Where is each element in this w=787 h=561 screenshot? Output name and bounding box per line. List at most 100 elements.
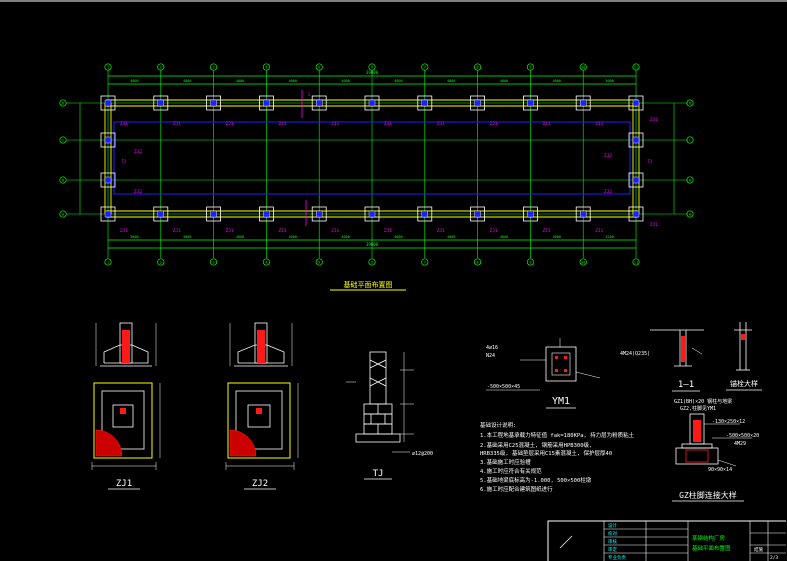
footing-outline (628, 132, 644, 148)
column-base (632, 210, 640, 218)
axis-bubble-top (474, 63, 482, 71)
axis-letter-right: A (689, 213, 692, 217)
footing-outline (206, 206, 222, 222)
gz-bottom: 90×90×14 (708, 467, 732, 473)
axis-number-bottom: 2 (160, 261, 162, 265)
section-bolt: 4M24(Q235) (620, 351, 650, 357)
bottom-dim-text: 4000 (341, 235, 349, 239)
pen-icon (559, 535, 573, 549)
axis-number-top: 3 (213, 66, 215, 70)
inner-tie-beam (113, 121, 631, 195)
axis-bubble-bottom (210, 258, 218, 266)
footing-outline (628, 172, 644, 188)
footing-label: ZJ1 (490, 121, 498, 127)
axis-bubble-top (526, 63, 534, 71)
note-line: 2.基础采用C25混凝土, 钢筋采用HPB300级, (480, 441, 592, 449)
ym1-anchor: N24 (486, 353, 495, 359)
axis-bubble-bottom (157, 258, 165, 266)
footing-label: ZJ1 (173, 121, 181, 127)
footing-label: ZJ1 (120, 228, 128, 234)
notes-heading: 基础设计说明: (480, 421, 516, 429)
bay-dim-text: 4000 (130, 79, 138, 83)
axis-bubble-top (104, 63, 112, 71)
footing-outline (258, 95, 274, 111)
beam-label: ZJ2 (604, 153, 612, 159)
bay-dim-text: 3000 (605, 79, 613, 83)
axis-letter-left: B (62, 179, 64, 183)
axis-bubble-bottom (526, 258, 534, 266)
axis-number-bottom: 3 (213, 261, 215, 265)
title-project: 某钢结构厂房 (692, 534, 726, 542)
column-base (157, 99, 165, 107)
column-base (157, 210, 165, 218)
bay-dim-text: 4000 (447, 79, 455, 83)
note-line: 3.基础施工时应验槽 (480, 458, 531, 466)
zj2-label: ZJ2 (252, 479, 268, 489)
axis-number-top: 11 (634, 66, 638, 70)
footing-label: ZJ1 (120, 121, 128, 127)
axis-letter-left: A (62, 213, 65, 217)
column-base (210, 210, 217, 218)
axis-bubble-top (262, 63, 270, 71)
footing-label: ZJ1 (542, 121, 550, 127)
footing-label: ZJ1 (384, 228, 392, 234)
bay-dim-text: 4000 (289, 79, 297, 83)
side-label: TJ (122, 159, 127, 164)
footing-outline (628, 95, 644, 111)
footing-label: ZJ1 (542, 228, 550, 234)
footing-outline (311, 95, 327, 111)
axis-letter-right: B (689, 179, 691, 183)
axis-number-top: 5 (318, 66, 320, 70)
column-base (316, 210, 323, 218)
section-1-1-detail: 4M24(Q235) 1—1 (620, 329, 704, 392)
footing-outline (153, 95, 169, 111)
gz-bolt: 4M29 (734, 441, 746, 447)
footing-label: ZJ1 (278, 121, 286, 127)
bay-dim-text: 4000 (236, 79, 244, 83)
axis-bubble-top (632, 63, 640, 71)
column-base (368, 210, 376, 218)
bottom-dim-text: 4000 (289, 235, 297, 239)
section-cut-label: 1 (308, 92, 311, 97)
axis-bubble-bottom (632, 258, 640, 266)
axis-letter-left: D (62, 102, 64, 106)
footing-label: ZJ1 (173, 228, 181, 234)
axis-number-bottom: 11 (634, 261, 638, 265)
anchor-bolt-detail: 锚栓大样 (726, 322, 762, 391)
footing-label: ZJ1 (490, 228, 498, 234)
column-base (263, 99, 270, 107)
column-base (527, 210, 534, 218)
axis-letter-right: C (689, 139, 691, 143)
axis-bubble-left (59, 176, 67, 184)
footing-outline (100, 95, 116, 111)
column-base (580, 210, 587, 218)
gz-note2: GZ2,柱脚见YM1 (680, 405, 716, 412)
footing-outline (258, 206, 274, 222)
note-line: 5.基础地梁底标高为-1.000, 500×500柱墩 (480, 476, 592, 484)
axis-letter-left: C (62, 139, 64, 143)
axis-bubble-bottom (262, 258, 270, 266)
section-label: 1—1 (678, 380, 694, 390)
note-line: 6.施工时应配合建筑图纸进行 (480, 485, 553, 493)
axis-letter-right: D (689, 102, 691, 106)
zj1-footing-detail: ZJ1 (91, 322, 161, 490)
axis-number-bottom: 10 (581, 261, 585, 265)
title-row: 审定 (608, 546, 617, 553)
footing-label: ZJ1 (595, 228, 603, 234)
axis-bubble-left (59, 210, 67, 218)
axis-number-top: 2 (160, 66, 162, 70)
design-notes: 基础设计说明: 1.本工程地基承载力特征值 fak=180KPa, 持力层为粉质… (480, 421, 635, 493)
axis-number-top: 6 (371, 66, 373, 70)
ym1-base-plate-detail: 4⌀16 N24 -500×500×45 YM1 (486, 338, 601, 409)
footing-label: ZJ1 (226, 121, 234, 127)
plan-title: 基础平面布置图 (344, 280, 393, 289)
note-line: HRB335级, 基础垫层采用C15素混凝土, 保护层厚40 (480, 449, 612, 457)
bottom-dim-text: 4000 (447, 235, 455, 239)
axis-number-bottom: 5 (318, 261, 320, 265)
footing-outline (470, 206, 486, 222)
axis-bubble-top (157, 63, 165, 71)
side-label: TJ (648, 159, 653, 164)
axis-bubble-top (315, 63, 323, 71)
